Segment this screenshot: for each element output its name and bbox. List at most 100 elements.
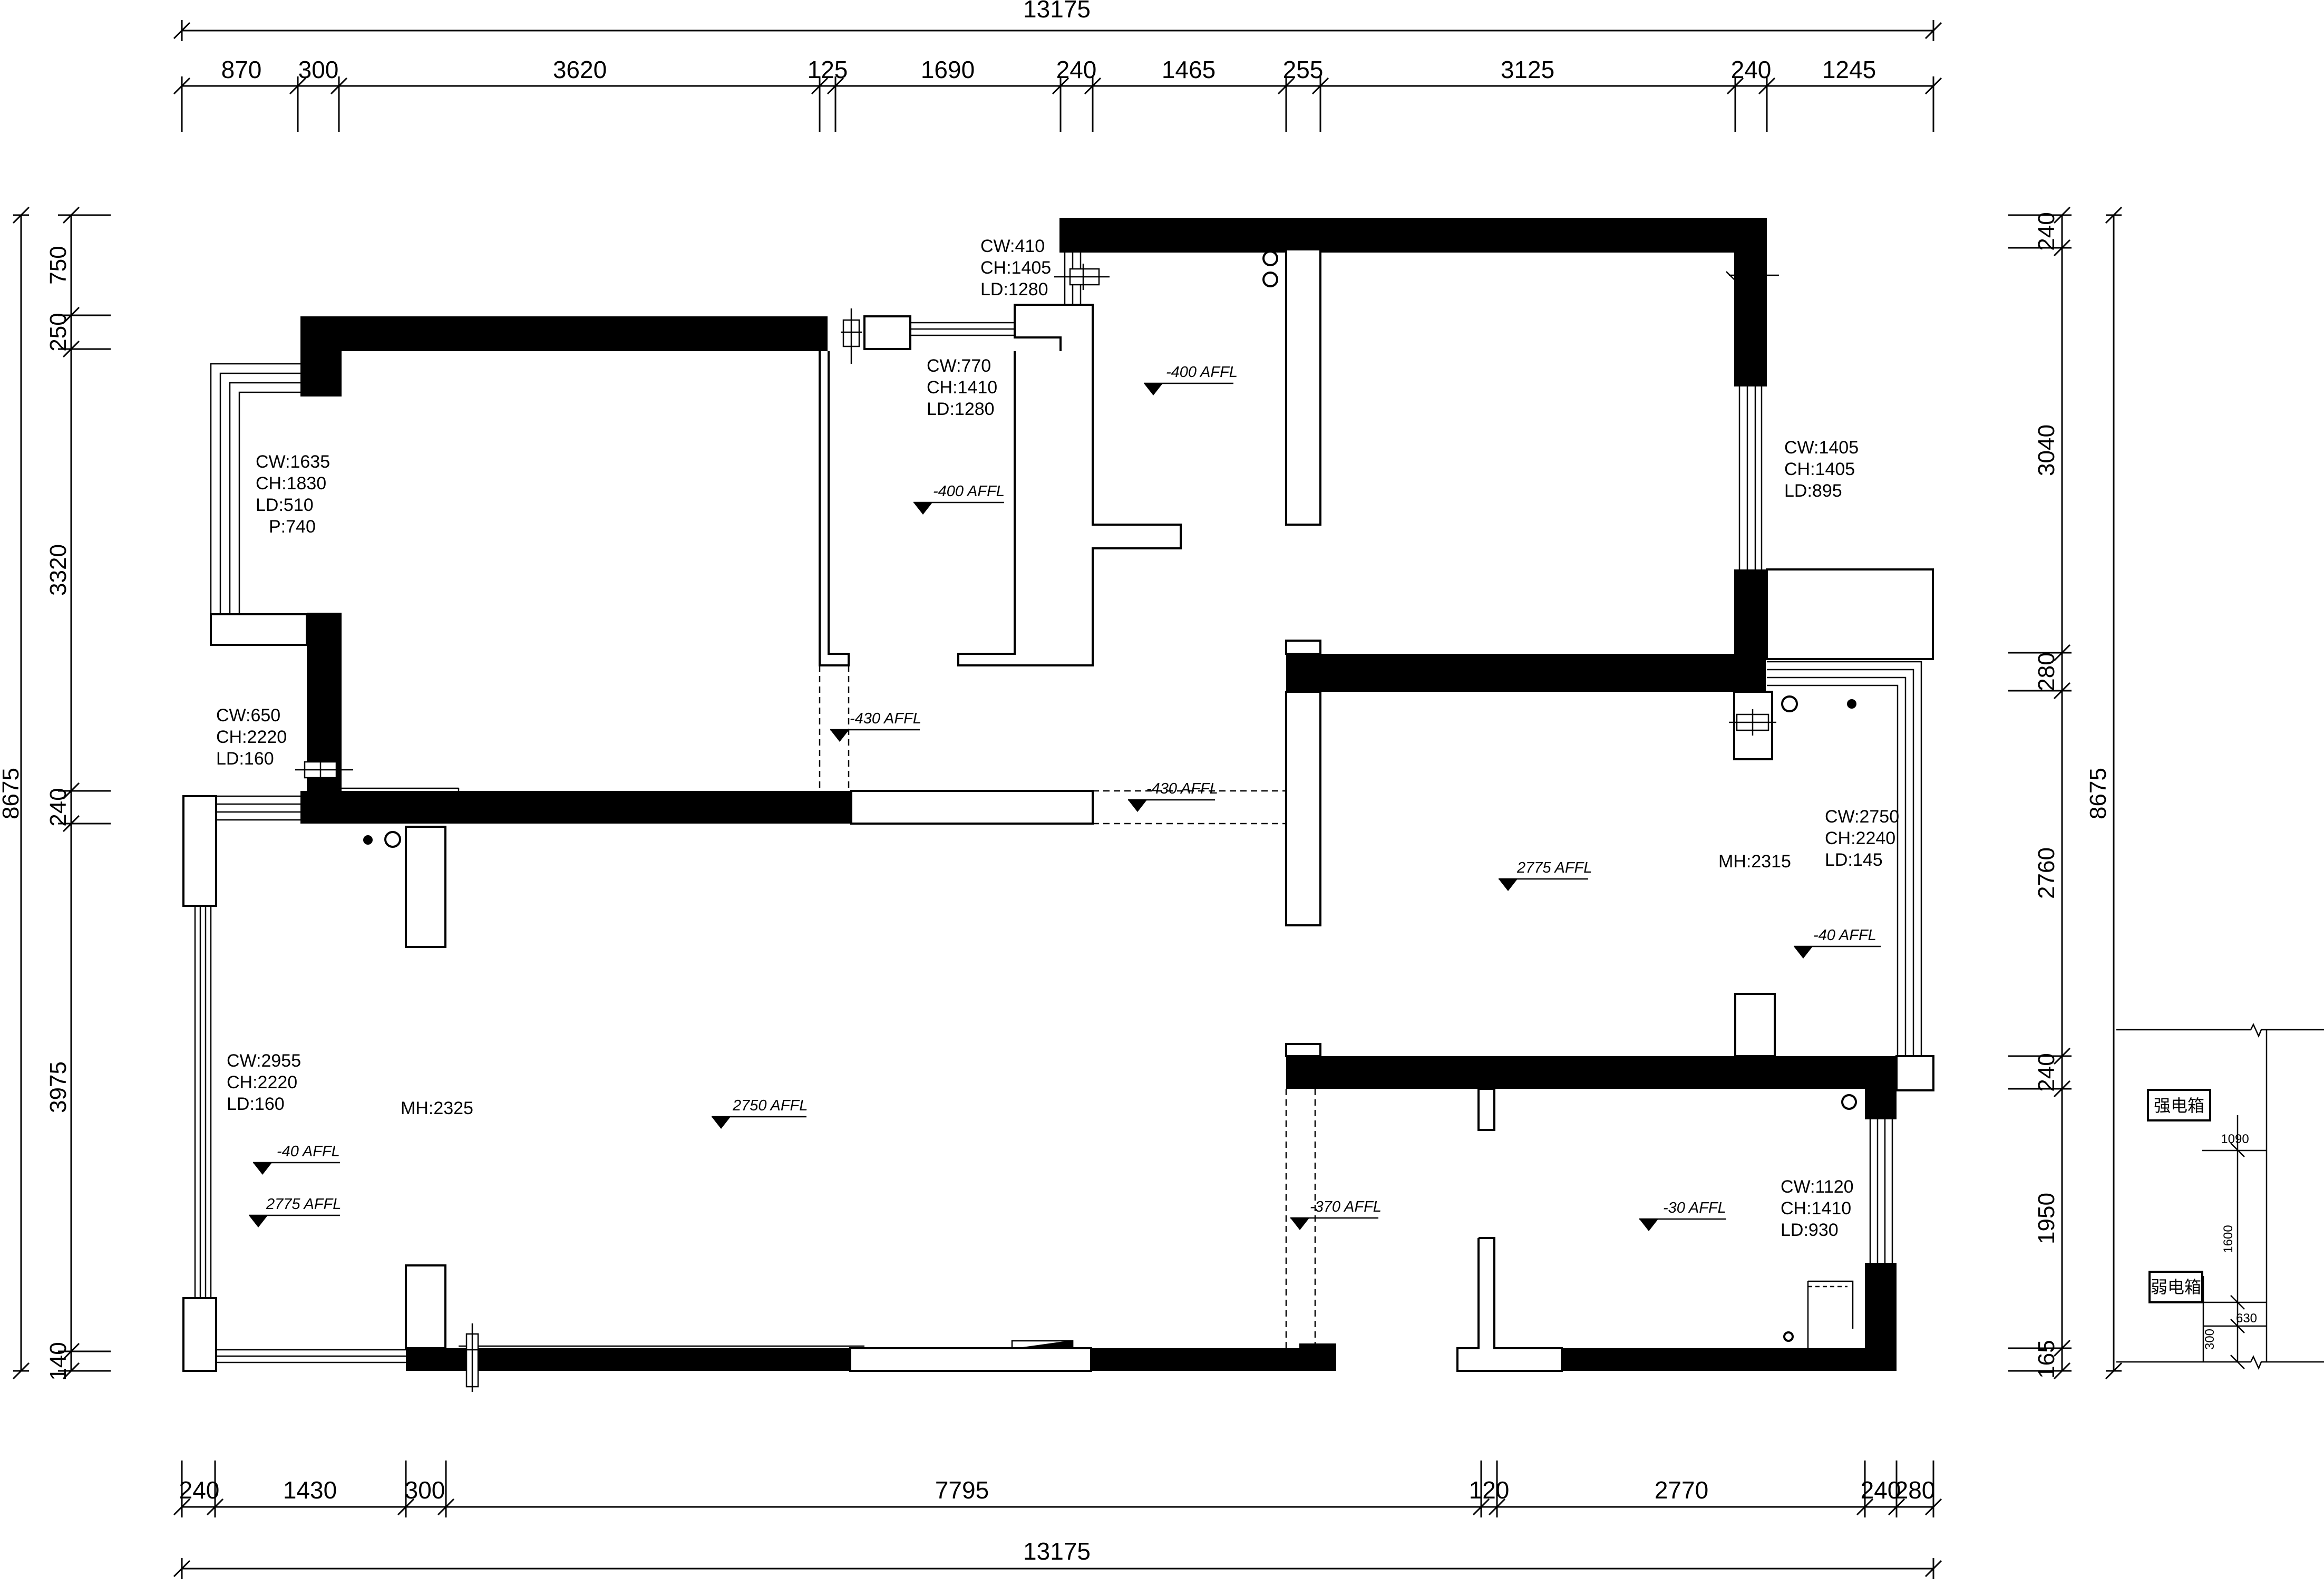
right-total-label: 8675	[2085, 768, 2111, 819]
outlet-icon	[363, 835, 373, 845]
bottom-seg-label: 2770	[1655, 1476, 1708, 1504]
level-marker: -430 AFFL	[1128, 780, 1218, 812]
bottom-seg-label: 280	[1895, 1476, 1936, 1504]
level-marker: -40 AFFL	[1794, 927, 1881, 959]
top-seg-label: 1690	[921, 56, 975, 83]
top-seg-label: 240	[1056, 56, 1097, 83]
top-seg-label: 1465	[1162, 56, 1216, 83]
top-seg-label: 255	[1283, 56, 1324, 83]
level-label: -370 AFFL	[1310, 1198, 1382, 1215]
w-right-upper-ch: CH:1405	[1784, 459, 1855, 479]
level-marker: -400 AFFL	[913, 483, 1005, 515]
level-marker: -30 AFFL	[1639, 1200, 1726, 1231]
d-left-mid-cw: CW:650	[216, 705, 280, 726]
level-label: -400 AFFL	[933, 483, 1005, 500]
outlet-icon	[1847, 699, 1856, 709]
w-right-upper-cw: CW:1405	[1784, 438, 1859, 458]
level-label: -430 AFFL	[850, 710, 921, 727]
w-left-lower-cw: CW:2955	[227, 1051, 301, 1071]
left-seg-label: 3320	[45, 544, 71, 596]
partition-walls	[182, 248, 1934, 1372]
electrical-detail: 强电箱 弱电箱 1090 1600 630 300	[2116, 1023, 2324, 1370]
level-triangle-icon	[830, 730, 849, 742]
bottom-total-label: 13175	[1023, 1537, 1091, 1565]
w-right-mid-ld: LD:145	[1825, 850, 1883, 870]
w-top-small-ch: CH:1405	[980, 258, 1051, 278]
left-seg-label: 250	[45, 313, 71, 351]
right-seg-label: 2760	[2034, 847, 2059, 899]
level-marker: -400 AFFL	[1144, 364, 1238, 395]
strong-power-box-label: 强电箱	[2154, 1096, 2204, 1115]
w-left-upper-ld: LD:510	[256, 495, 314, 515]
w-top-mid-ch: CH:1410	[927, 378, 997, 398]
level-triangle-icon	[1499, 879, 1518, 891]
bottom-seg-label: 7795	[935, 1476, 989, 1504]
top-seg-label: 3125	[1501, 56, 1554, 83]
level-triangle-icon	[1290, 1218, 1309, 1230]
level-label: -30 AFFL	[1663, 1200, 1726, 1216]
top-total-label: 13175	[1023, 0, 1091, 23]
w-top-small-cw: CW:410	[980, 236, 1045, 256]
level-marker: -370 AFFL	[1290, 1198, 1382, 1230]
pipe-icon	[384, 831, 401, 848]
room-height-left: MH:2325	[401, 1098, 473, 1118]
weak-power-box-label: 弱电箱	[2151, 1278, 2201, 1297]
right-seg-label: 240	[2034, 212, 2059, 250]
top-seg-label: 1245	[1822, 56, 1876, 83]
level-label: -430 AFFL	[1146, 780, 1218, 797]
top-seg-label: 3620	[553, 56, 607, 83]
w-right-mid-cw: CW:2750	[1825, 807, 1899, 827]
sleeve-markers	[295, 264, 1779, 1392]
dot-symbols	[363, 699, 1856, 845]
w-top-mid-cw: CW:770	[927, 356, 991, 376]
bottom-seg-label: 240	[179, 1476, 220, 1504]
top-seg-label: 300	[298, 56, 339, 83]
opening-annotations: CW:1635 CH:1830 LD:510 P:740 CW:650 CH:2…	[216, 236, 1899, 1240]
level-marker: 2775 AFFL	[249, 1196, 341, 1227]
strong-power-box	[2147, 1089, 2211, 1121]
electrical-dim: 300	[2203, 1329, 2217, 1350]
right-seg-label: 280	[2034, 652, 2059, 691]
level-markers: -400 AFFL -400 AFFL -430 AFFL -430 AFFL …	[249, 364, 1881, 1231]
bottom-seg-label: 240	[1861, 1476, 1901, 1504]
level-triangle-icon	[712, 1117, 731, 1129]
top-seg-label: 870	[221, 56, 262, 83]
right-seg-label: 3040	[2034, 424, 2059, 476]
bottom-seg-label: 300	[405, 1476, 445, 1504]
w-left-lower-ld: LD:160	[227, 1094, 285, 1114]
level-marker: -40 AFFL	[253, 1143, 340, 1175]
pipe-icon	[1841, 1094, 1857, 1110]
level-label: -40 AFFL	[277, 1143, 340, 1160]
level-label: -40 AFFL	[1813, 927, 1876, 944]
level-label: 2750 AFFL	[732, 1097, 808, 1114]
left-total-label: 8675	[0, 768, 24, 819]
left-seg-label: 3975	[45, 1061, 71, 1113]
left-seg-label: 240	[45, 788, 71, 826]
level-marker: -430 AFFL	[830, 710, 921, 742]
dimension-labels: 13175 870 300 3620 125 1690 240 1465 255…	[0, 0, 2111, 1565]
electrical-dim: 1090	[2221, 1132, 2249, 1146]
level-triangle-icon	[249, 1215, 268, 1227]
top-seg-label: 240	[1731, 56, 1772, 83]
weak-power-box	[2148, 1271, 2203, 1303]
w-right-upper-ld: LD:895	[1784, 481, 1842, 501]
right-seg-label: 240	[2034, 1053, 2059, 1091]
level-marker: 2775 AFFL	[1499, 859, 1592, 891]
level-triangle-icon	[253, 1163, 272, 1175]
pipe-icon	[1262, 250, 1278, 266]
w-top-mid-ld: LD:1280	[927, 399, 995, 419]
room-height-right: MH:2315	[1718, 852, 1791, 872]
drain-icon	[1783, 1331, 1794, 1342]
right-seg-label: 165	[2034, 1340, 2059, 1378]
level-triangle-icon	[1639, 1219, 1658, 1231]
w-right-lower-ch: CH:1410	[1781, 1198, 1851, 1218]
pipe-icon	[1262, 272, 1278, 287]
level-triangle-icon	[1128, 800, 1147, 812]
w-left-lower-ch: CH:2220	[227, 1072, 297, 1092]
left-seg-label: 140	[45, 1342, 71, 1380]
w-top-small-ld: LD:1280	[980, 279, 1048, 299]
w-right-mid-ch: CH:2240	[1825, 828, 1895, 848]
top-seg-label: 125	[808, 56, 848, 83]
d-left-mid-ch: CH:2220	[216, 727, 287, 747]
